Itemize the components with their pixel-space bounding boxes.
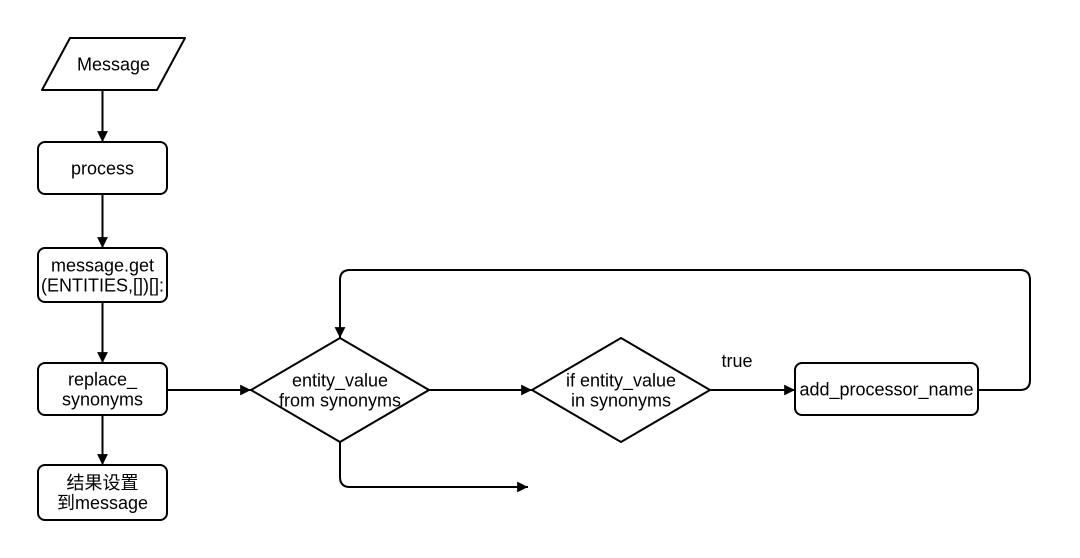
- node-start-message: Message: [41, 37, 186, 91]
- replace-synonyms-label-line-0: replace_: [68, 369, 138, 390]
- add-processor-name-label-line-0: add_processor_name: [799, 379, 973, 400]
- process-shape: [37, 141, 168, 195]
- result-to-message-shape: [37, 464, 168, 521]
- edge-add-processor-loop-back: [334, 269, 1031, 391]
- message-get-entities-shape: [37, 247, 168, 303]
- edge-line-add-processor-loop-back: [334, 269, 1031, 391]
- result-to-message-label-line-1: 到message: [57, 493, 148, 513]
- edge-line-entity-check-bottom-exit: [339, 442, 528, 493]
- result-to-message-label-line-0: 结果设置: [67, 473, 139, 493]
- if-entity-value-in-synonyms-label-line-1: in synonyms: [571, 390, 671, 410]
- edge-label-if-check-true-to-add-processor: true: [721, 351, 752, 371]
- node-replace-synonyms: replace_synonyms: [37, 362, 168, 416]
- replace-synonyms-shape: [37, 362, 168, 416]
- message-get-entities-label-line-0: message.get: [51, 255, 154, 275]
- node-add-processor-name: add_processor_name: [794, 362, 979, 416]
- entity-value-from-synonyms-label-line-1: from synonyms: [279, 390, 401, 410]
- edge-entity-check-bottom-exit: [339, 442, 528, 493]
- if-entity-value-in-synonyms-shape: [531, 337, 711, 443]
- replace-synonyms-label-line-1: synonyms: [62, 389, 143, 409]
- message-get-entities-label-line-1: (ENTITIES,[])[]:: [41, 275, 164, 295]
- edge-if-check-true-to-add-processor: true: [710, 351, 795, 396]
- process-label-line-0: process: [71, 158, 134, 178]
- start-message-label-line-0: Message: [77, 54, 150, 74]
- entity-value-from-synonyms-label-line-0: entity_value: [292, 370, 388, 391]
- if-entity-value-in-synonyms-label-line-0: if entity_value: [566, 370, 676, 391]
- node-message-get-entities: message.get(ENTITIES,[])[]:: [37, 247, 168, 303]
- node-process: process: [37, 141, 168, 195]
- add-processor-name-shape: [794, 362, 979, 416]
- entity-value-from-synonyms-shape: [250, 337, 430, 443]
- start-message-shape: [41, 37, 186, 91]
